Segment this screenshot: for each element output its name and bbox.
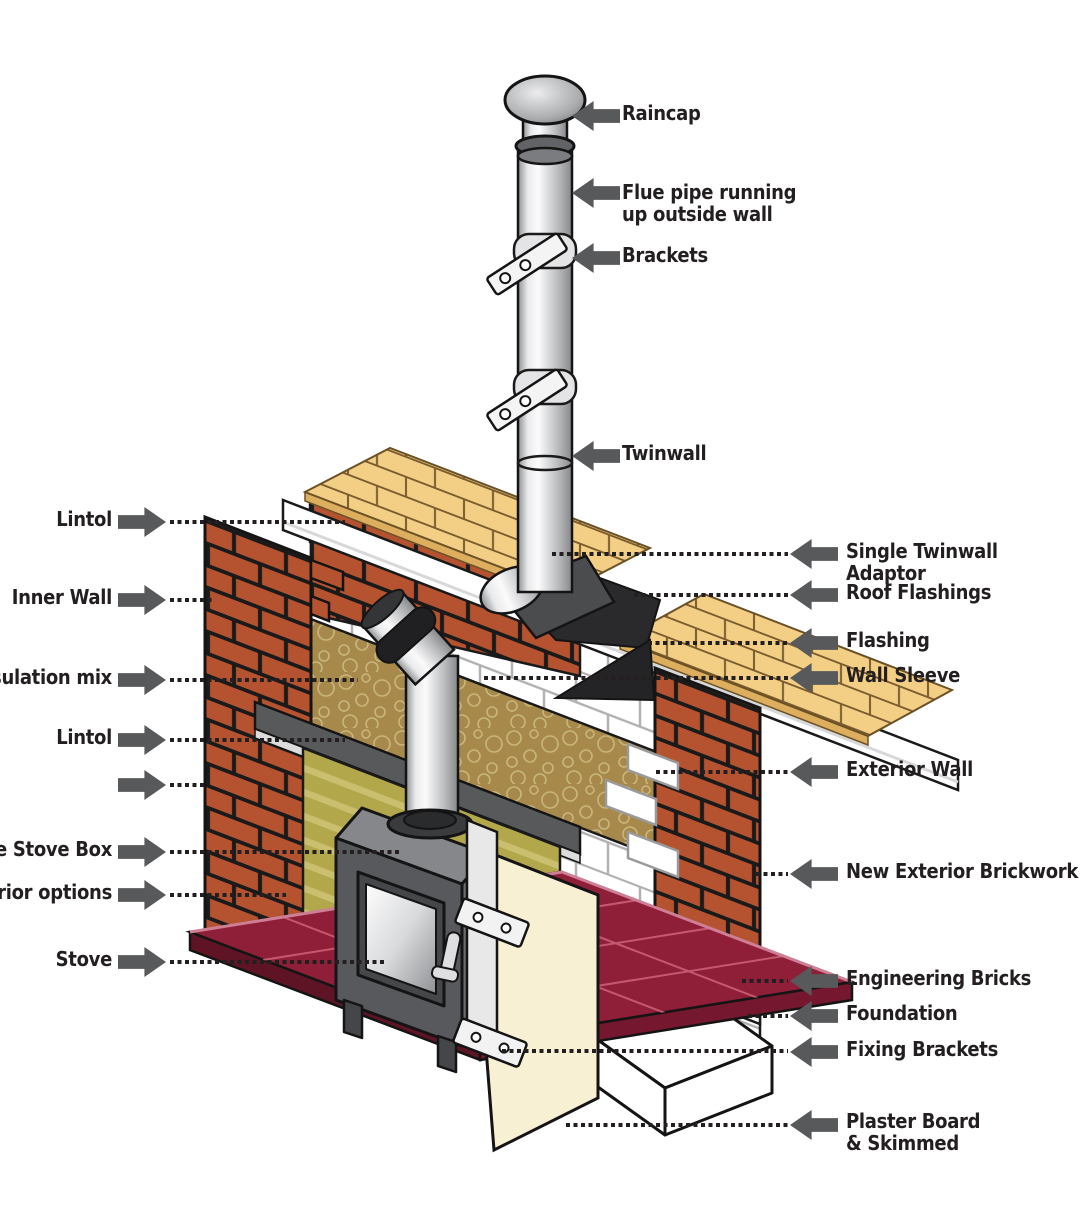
label-engineering-bricks: Engineering Bricks (846, 966, 1032, 990)
stove-handle (430, 931, 462, 983)
label-lintol-lower: Lintol (56, 725, 112, 749)
label-foundation: Foundation (846, 1001, 958, 1025)
toothed-blocks (604, 742, 680, 879)
label-fixing-brackets: Fixing Brackets (846, 1037, 999, 1061)
stove-box-leader (170, 850, 400, 854)
exterior-wall-leader (656, 770, 788, 774)
roof-flashings-leader (634, 593, 788, 597)
lintol-lower-leader (170, 738, 345, 742)
label-plaster-board: Plaster Board & Skimmed (846, 1109, 981, 1155)
label-roof-flashings: Roof Flashings (846, 580, 992, 604)
fixing-brackets-leader (502, 1049, 788, 1053)
label-single-twinwall-adaptor: Single Twinwall Adaptor (846, 539, 998, 585)
label-flashing: Flashing (846, 628, 930, 652)
label-flue-pipe: Flue pipe running up outside wall (622, 180, 797, 226)
stove-leader (170, 960, 385, 964)
unnamed-leader (170, 783, 206, 787)
inner-wall-leader (170, 598, 214, 602)
label-new-exterior-brickwork: New Exterior Brickwork (846, 859, 1078, 883)
label-twinwall: Twinwall (622, 441, 707, 465)
label-raincap: Raincap (622, 101, 701, 125)
fixing-bracket-plate-1 (454, 897, 530, 948)
raincap (503, 74, 587, 166)
foundation-leader (748, 1014, 788, 1018)
adaptor-leader (552, 552, 788, 556)
label-insulation-mix: nsulation mix (0, 665, 112, 689)
label-wall-sleeve: Wall Sleeve (846, 663, 961, 687)
interior-options-leader (170, 893, 286, 897)
label-lintol-top: Lintol (56, 507, 112, 531)
engineering-bricks-leader (742, 979, 788, 983)
label-inner-wall: Inner Wall (11, 585, 113, 609)
flashing-leader (648, 641, 788, 645)
twinwall-pipe (512, 148, 578, 594)
pipe-bracket-1 (486, 232, 568, 296)
label-stove-box: The Stove Box (0, 837, 112, 861)
plaster-board-leader (566, 1123, 788, 1127)
wall-sleeve-ring (375, 606, 437, 664)
label-interior-options: terior options (0, 880, 112, 904)
wall-sleeve-leader (484, 676, 788, 680)
lintol-top-leader (170, 520, 345, 524)
label-exterior-wall: Exterior Wall (846, 757, 973, 781)
flue-elbow (360, 588, 460, 832)
label-brackets: Brackets (622, 243, 708, 267)
new-brickwork-leader (756, 872, 788, 876)
label-stove: Stove (55, 947, 113, 971)
pipe-bracket-2 (486, 368, 568, 432)
wall-flashing-triangle (552, 638, 656, 702)
insulation-mix-leader (170, 678, 358, 682)
